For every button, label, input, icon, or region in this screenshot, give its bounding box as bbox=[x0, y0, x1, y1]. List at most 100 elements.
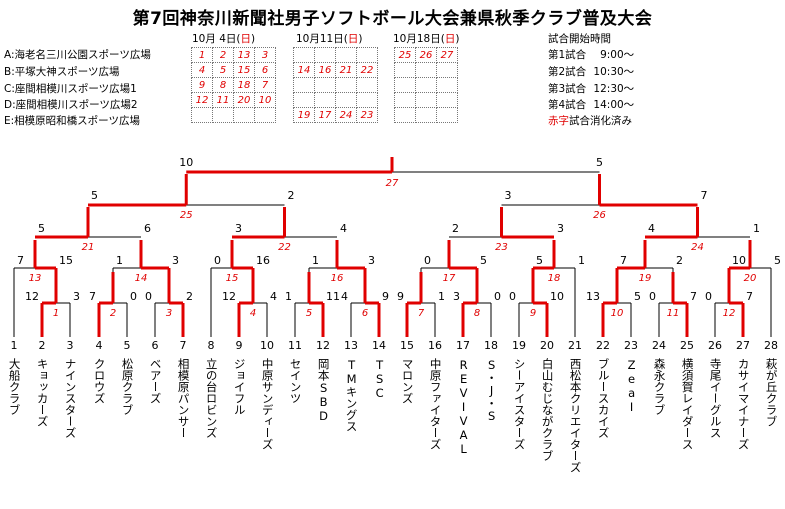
team-number: 9 bbox=[235, 339, 243, 352]
score-right: 6 bbox=[144, 222, 151, 235]
team-number: 25 bbox=[680, 339, 694, 352]
match-number: 25 bbox=[180, 210, 193, 221]
score-right: 10 bbox=[550, 290, 564, 303]
date-header-oct18: 10月18日(日) bbox=[393, 33, 460, 45]
score-left: 1 bbox=[312, 254, 319, 267]
team-number: 3 bbox=[66, 339, 74, 352]
team-name: クロウズ bbox=[92, 358, 107, 404]
team-number: 28 bbox=[764, 339, 778, 352]
score-right: 2 bbox=[676, 254, 683, 267]
team-number: 16 bbox=[428, 339, 442, 352]
team-number: 10 bbox=[260, 339, 274, 352]
match-number: 17 bbox=[443, 273, 456, 284]
team-name: ジョイフル bbox=[232, 358, 247, 416]
team-name: マロンズ bbox=[400, 358, 415, 404]
score-right: 11 bbox=[326, 290, 340, 303]
score-left: 7 bbox=[17, 254, 24, 267]
team-number: 20 bbox=[540, 339, 554, 352]
team-name: 横須賀レイダース bbox=[680, 358, 695, 450]
match-number: 26 bbox=[593, 210, 606, 221]
score-right: 9 bbox=[382, 290, 389, 303]
score-left: 1 bbox=[116, 254, 123, 267]
team-number: 11 bbox=[288, 339, 302, 352]
match-number: 6 bbox=[362, 308, 368, 319]
match-number: 9 bbox=[530, 308, 536, 319]
score-left: 0 bbox=[705, 290, 712, 303]
team-number: 13 bbox=[344, 339, 358, 352]
team-number: 12 bbox=[316, 339, 330, 352]
score-right: 0 bbox=[130, 290, 137, 303]
score-left: 10 bbox=[732, 254, 746, 267]
score-left: 7 bbox=[620, 254, 627, 267]
venue-d: D:座間相模川スポーツ広場2 bbox=[4, 99, 138, 111]
match-number: 8 bbox=[474, 308, 480, 319]
team-name: S・J・S bbox=[484, 358, 499, 423]
team-name: 森永クラブ bbox=[652, 358, 667, 416]
match-number: 13 bbox=[29, 273, 42, 284]
match-number: 7 bbox=[418, 308, 425, 319]
score-right: 1 bbox=[753, 222, 760, 235]
team-name: ZeaI bbox=[624, 358, 639, 414]
score-right: 3 bbox=[172, 254, 179, 267]
score-right: 1 bbox=[438, 290, 445, 303]
score-left: 3 bbox=[235, 222, 242, 235]
match-number: 10 bbox=[611, 308, 624, 319]
match-number: 16 bbox=[331, 273, 344, 284]
score-left: 12 bbox=[222, 290, 236, 303]
team-name: 相模原パンサー bbox=[176, 358, 191, 439]
score-right: 2 bbox=[288, 189, 295, 202]
team-number: 26 bbox=[708, 339, 722, 352]
venue-a: A:海老名三川公園スポーツ広場 bbox=[4, 49, 151, 61]
team-name: 中原ファイターズ bbox=[428, 358, 443, 450]
score-left: 0 bbox=[424, 254, 431, 267]
team-name: TSC bbox=[372, 358, 387, 400]
match-number: 18 bbox=[548, 273, 561, 284]
score-left: 10 bbox=[179, 156, 193, 169]
match-number: 5 bbox=[306, 308, 312, 319]
match-number: 22 bbox=[278, 242, 291, 253]
team-name: キョッカーズ bbox=[35, 358, 50, 427]
team-number: 5 bbox=[123, 339, 131, 352]
team-name: 松原クラブ bbox=[120, 358, 135, 416]
match-number: 2 bbox=[110, 308, 116, 319]
score-right: 7 bbox=[701, 189, 708, 202]
score-left: 5 bbox=[38, 222, 45, 235]
team-number: 18 bbox=[484, 339, 498, 352]
team-number: 8 bbox=[207, 339, 215, 352]
start-times-heading: 試合開始時間 bbox=[548, 33, 611, 45]
date-header-oct4: 10月 4日(日) bbox=[192, 33, 256, 45]
score-right: 7 bbox=[690, 290, 697, 303]
score-left: 9 bbox=[397, 290, 404, 303]
score-left: 5 bbox=[91, 189, 98, 202]
score-right: 1 bbox=[578, 254, 585, 267]
score-left: 0 bbox=[649, 290, 656, 303]
team-number: 21 bbox=[568, 339, 582, 352]
team-number: 23 bbox=[624, 339, 638, 352]
team-name: 寺尾イーグルス bbox=[708, 358, 723, 439]
match-number: 11 bbox=[667, 308, 680, 319]
score-left: 2 bbox=[452, 222, 459, 235]
score-left: 5 bbox=[536, 254, 543, 267]
score-left: 0 bbox=[145, 290, 152, 303]
match-number: 3 bbox=[166, 308, 172, 319]
score-left: 0 bbox=[214, 254, 221, 267]
score-left: 4 bbox=[648, 222, 655, 235]
team-name: 白山むじながクラブ bbox=[540, 358, 555, 462]
match-number: 27 bbox=[386, 178, 399, 189]
match-number: 12 bbox=[723, 308, 736, 319]
score-right: 3 bbox=[73, 290, 80, 303]
score-right: 5 bbox=[596, 156, 603, 169]
match-number: 20 bbox=[744, 273, 757, 284]
legend-note: 赤字試合消化済み bbox=[548, 115, 632, 127]
score-left: 12 bbox=[25, 290, 39, 303]
match-number: 19 bbox=[639, 273, 652, 284]
team-number: 14 bbox=[372, 339, 386, 352]
score-left: 3 bbox=[453, 290, 460, 303]
team-name: 中原サンディーズ bbox=[260, 358, 275, 450]
score-left: 0 bbox=[509, 290, 516, 303]
